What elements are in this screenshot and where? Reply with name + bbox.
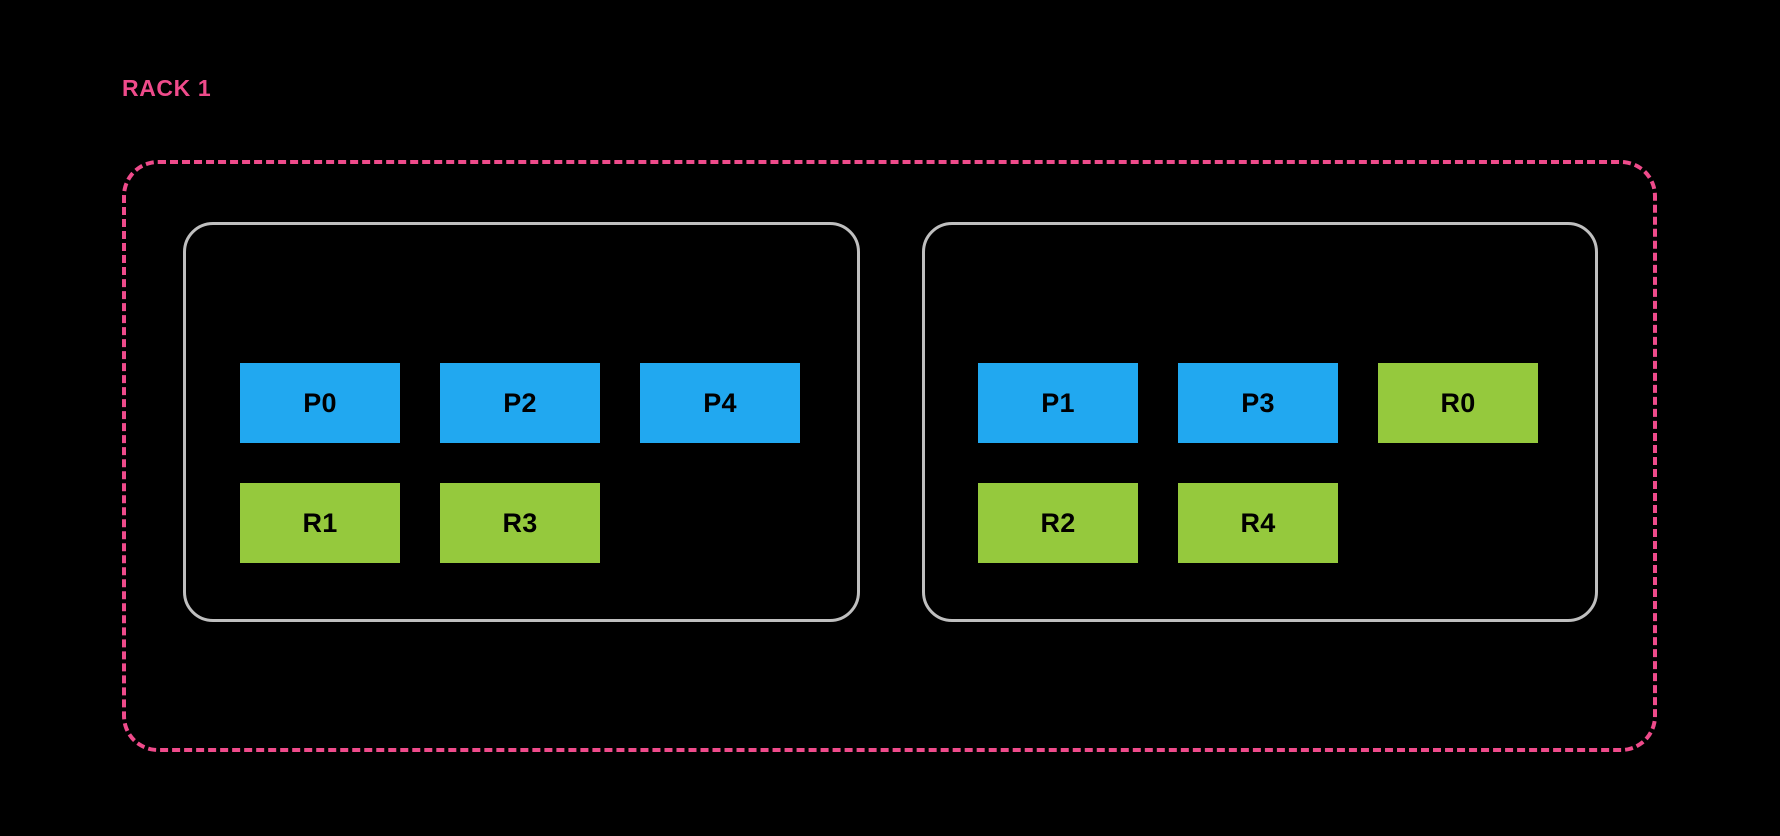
- block-r2[interactable]: R2: [978, 483, 1138, 563]
- node-panel-0: [183, 222, 860, 622]
- block-p1[interactable]: P1: [978, 363, 1138, 443]
- block-p3[interactable]: P3: [1178, 363, 1338, 443]
- block-r3[interactable]: R3: [440, 483, 600, 563]
- block-p2[interactable]: P2: [440, 363, 600, 443]
- block-r1[interactable]: R1: [240, 483, 400, 563]
- rack-boundary: [122, 160, 1657, 752]
- rack-label: RACK 1: [122, 75, 212, 101]
- block-p4[interactable]: P4: [640, 363, 800, 443]
- block-r0[interactable]: R0: [1378, 363, 1538, 443]
- block-p0[interactable]: P0: [240, 363, 400, 443]
- node-panel-1: [922, 222, 1598, 622]
- block-r4[interactable]: R4: [1178, 483, 1338, 563]
